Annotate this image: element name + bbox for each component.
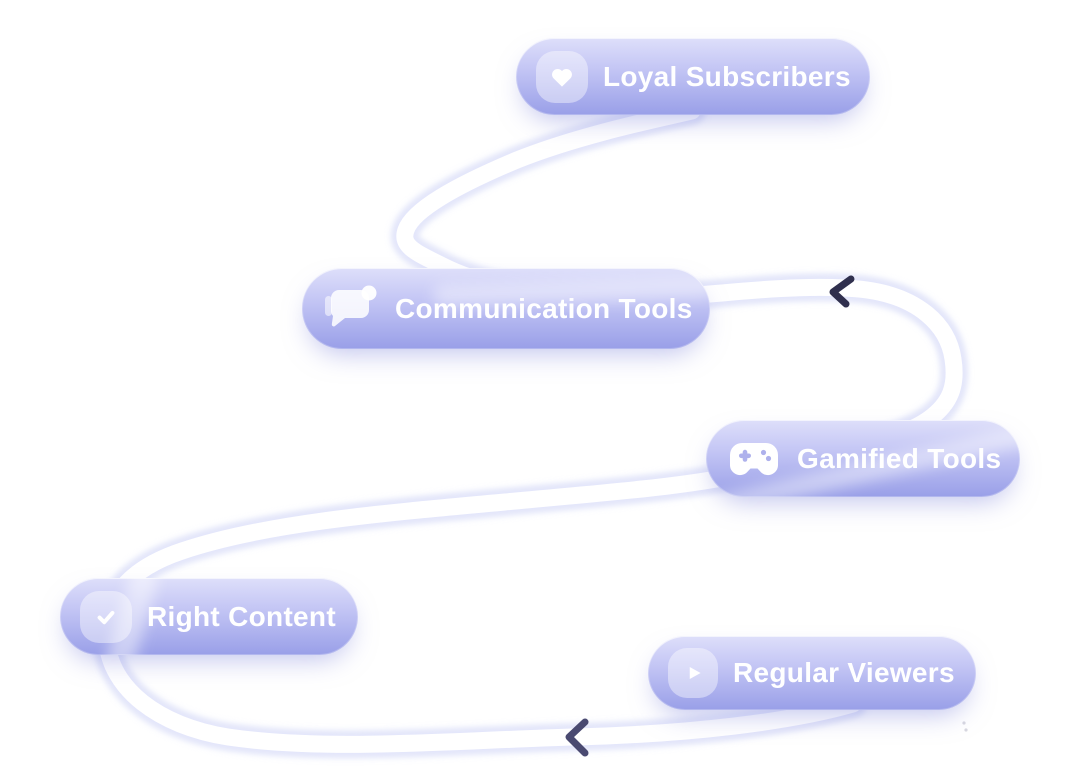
gamepad-icon [726, 433, 782, 485]
heart-icon [536, 50, 588, 103]
node-label: Communication Tools [395, 292, 693, 324]
node-label: Loyal Subscribers [603, 60, 851, 92]
chevron-left-icon [829, 275, 855, 308]
node-label: Regular Viewers [733, 657, 955, 688]
node-gamified-tools[interactable]: Gamified Tools [706, 420, 1020, 497]
node-loyal-subscribers[interactable]: Loyal Subscribers [516, 38, 870, 115]
chevron-left-icon [565, 718, 589, 757]
node-communication-tools[interactable]: Communication Tools [302, 268, 710, 349]
chat-bubbles-icon [322, 283, 380, 335]
node-label: Right Content [147, 600, 336, 632]
play-icon [668, 648, 718, 698]
check-icon [80, 590, 132, 643]
speck-dots [962, 721, 968, 732]
node-label: Gamified Tools [797, 442, 1002, 474]
node-right-content[interactable]: Right Content [60, 578, 358, 655]
node-regular-viewers[interactable]: Regular Viewers [648, 636, 976, 710]
